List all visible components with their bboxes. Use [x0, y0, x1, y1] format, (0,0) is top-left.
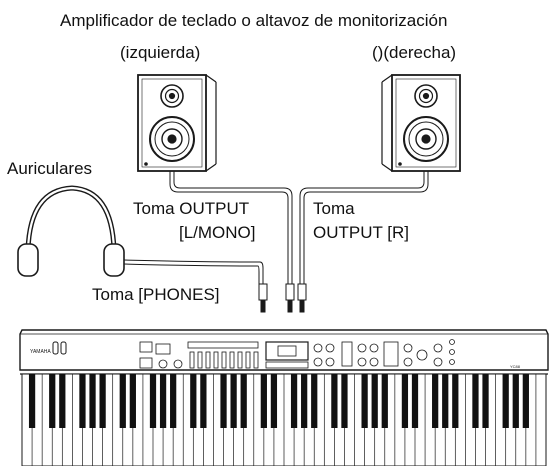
- black-key: [301, 374, 308, 428]
- model-label: YC88: [510, 364, 521, 369]
- black-key: [371, 374, 378, 428]
- black-keys: [28, 374, 529, 428]
- black-key: [59, 374, 66, 428]
- black-key: [89, 374, 96, 428]
- black-key: [472, 374, 479, 428]
- output-r-label-line1: Toma: [313, 199, 355, 218]
- black-key: [432, 374, 439, 428]
- black-key: [170, 374, 177, 428]
- drawbars: [187, 341, 259, 369]
- black-key: [482, 374, 489, 428]
- black-key: [149, 374, 157, 428]
- left-speaker: [137, 74, 217, 172]
- phones-jack-label: Toma [PHONES]: [92, 285, 220, 304]
- output-l-label-line2: [L/MONO]: [179, 223, 256, 242]
- black-key: [381, 374, 388, 428]
- black-key: [331, 374, 338, 428]
- black-key: [290, 374, 298, 428]
- black-key: [159, 374, 167, 428]
- black-key: [260, 374, 267, 428]
- phones-plug: [258, 283, 268, 313]
- control-panel: [52, 339, 455, 369]
- black-key: [119, 374, 126, 428]
- black-key: [502, 374, 509, 428]
- black-key: [49, 374, 56, 428]
- black-key: [129, 374, 136, 428]
- black-key: [240, 374, 247, 428]
- cable-left-output: [169, 171, 293, 284]
- left-speaker-label: (izquierda): [120, 43, 201, 62]
- black-key: [341, 374, 348, 428]
- black-key: [270, 374, 278, 428]
- output-r-label-line2: OUTPUT [R]: [313, 223, 410, 242]
- black-key: [361, 374, 368, 428]
- black-key: [220, 374, 227, 428]
- black-key: [411, 374, 419, 428]
- output-r-plug: [297, 283, 307, 313]
- black-key: [200, 374, 207, 428]
- diagram-title: Amplificador de teclado o altavoz de mon…: [60, 11, 448, 30]
- black-key: [79, 374, 86, 428]
- cable-right-output: [299, 171, 429, 284]
- headphones-label: Auriculares: [7, 159, 93, 178]
- black-key: [311, 374, 318, 428]
- black-key: [442, 374, 449, 428]
- headphones: [17, 185, 264, 284]
- brand-logo: YAMAHA: [30, 349, 51, 355]
- black-key: [452, 374, 459, 428]
- output-l-plug: [285, 283, 295, 313]
- black-key: [99, 374, 106, 428]
- black-key: [522, 374, 529, 428]
- right-speaker-label: ()(derecha): [372, 43, 457, 62]
- black-key: [230, 374, 237, 428]
- black-key: [28, 374, 36, 428]
- right-speaker: [381, 74, 461, 172]
- black-key: [512, 374, 519, 428]
- black-key: [401, 374, 409, 428]
- output-l-label-line1: Toma OUTPUT: [133, 199, 250, 218]
- black-key: [190, 374, 197, 428]
